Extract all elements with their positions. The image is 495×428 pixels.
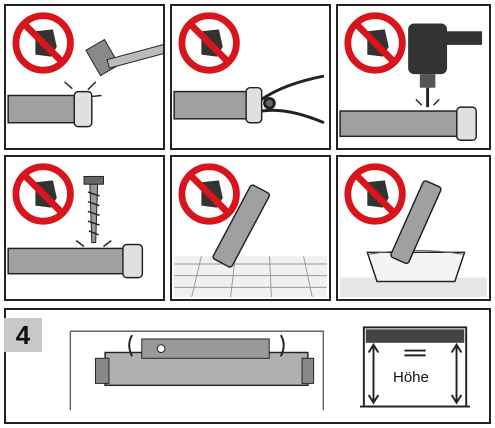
water-bowl-icon (366, 180, 466, 283)
screw-icon (83, 175, 104, 244)
prohibition-sign-icon (178, 163, 240, 225)
prohibition-sign-icon (12, 12, 74, 74)
prohibition-sign-icon (178, 12, 240, 74)
prohibition-sign-icon (344, 163, 406, 225)
height-label: Höhe (393, 369, 429, 386)
height-diagram (359, 326, 471, 408)
hammer-illustration (7, 12, 163, 128)
water-illustration (340, 163, 487, 298)
level-installation-illustration (69, 326, 471, 411)
floor-drop-icon (174, 184, 327, 298)
screw-illustration (7, 163, 144, 279)
warning-panel-floor-drop (170, 155, 331, 301)
spirit-level-diagram (69, 330, 325, 411)
warning-panel-pliers (170, 4, 331, 150)
warning-panel-screw (4, 155, 165, 301)
warning-panel-water (336, 155, 491, 301)
pliers-icon (260, 74, 325, 125)
floor-drop-illustration (174, 163, 327, 298)
drill-icon (408, 23, 483, 108)
warning-panel-drill (336, 4, 491, 150)
prohibition-sign-icon (12, 163, 74, 225)
prohibition-sign-icon (344, 12, 406, 74)
pliers-illustration (173, 12, 325, 125)
warning-panel-hammer (4, 4, 165, 150)
hammer-icon (85, 38, 163, 77)
drill-illustration (339, 12, 483, 141)
step-number-badge: 4 (4, 318, 42, 352)
step-panel (4, 308, 491, 424)
